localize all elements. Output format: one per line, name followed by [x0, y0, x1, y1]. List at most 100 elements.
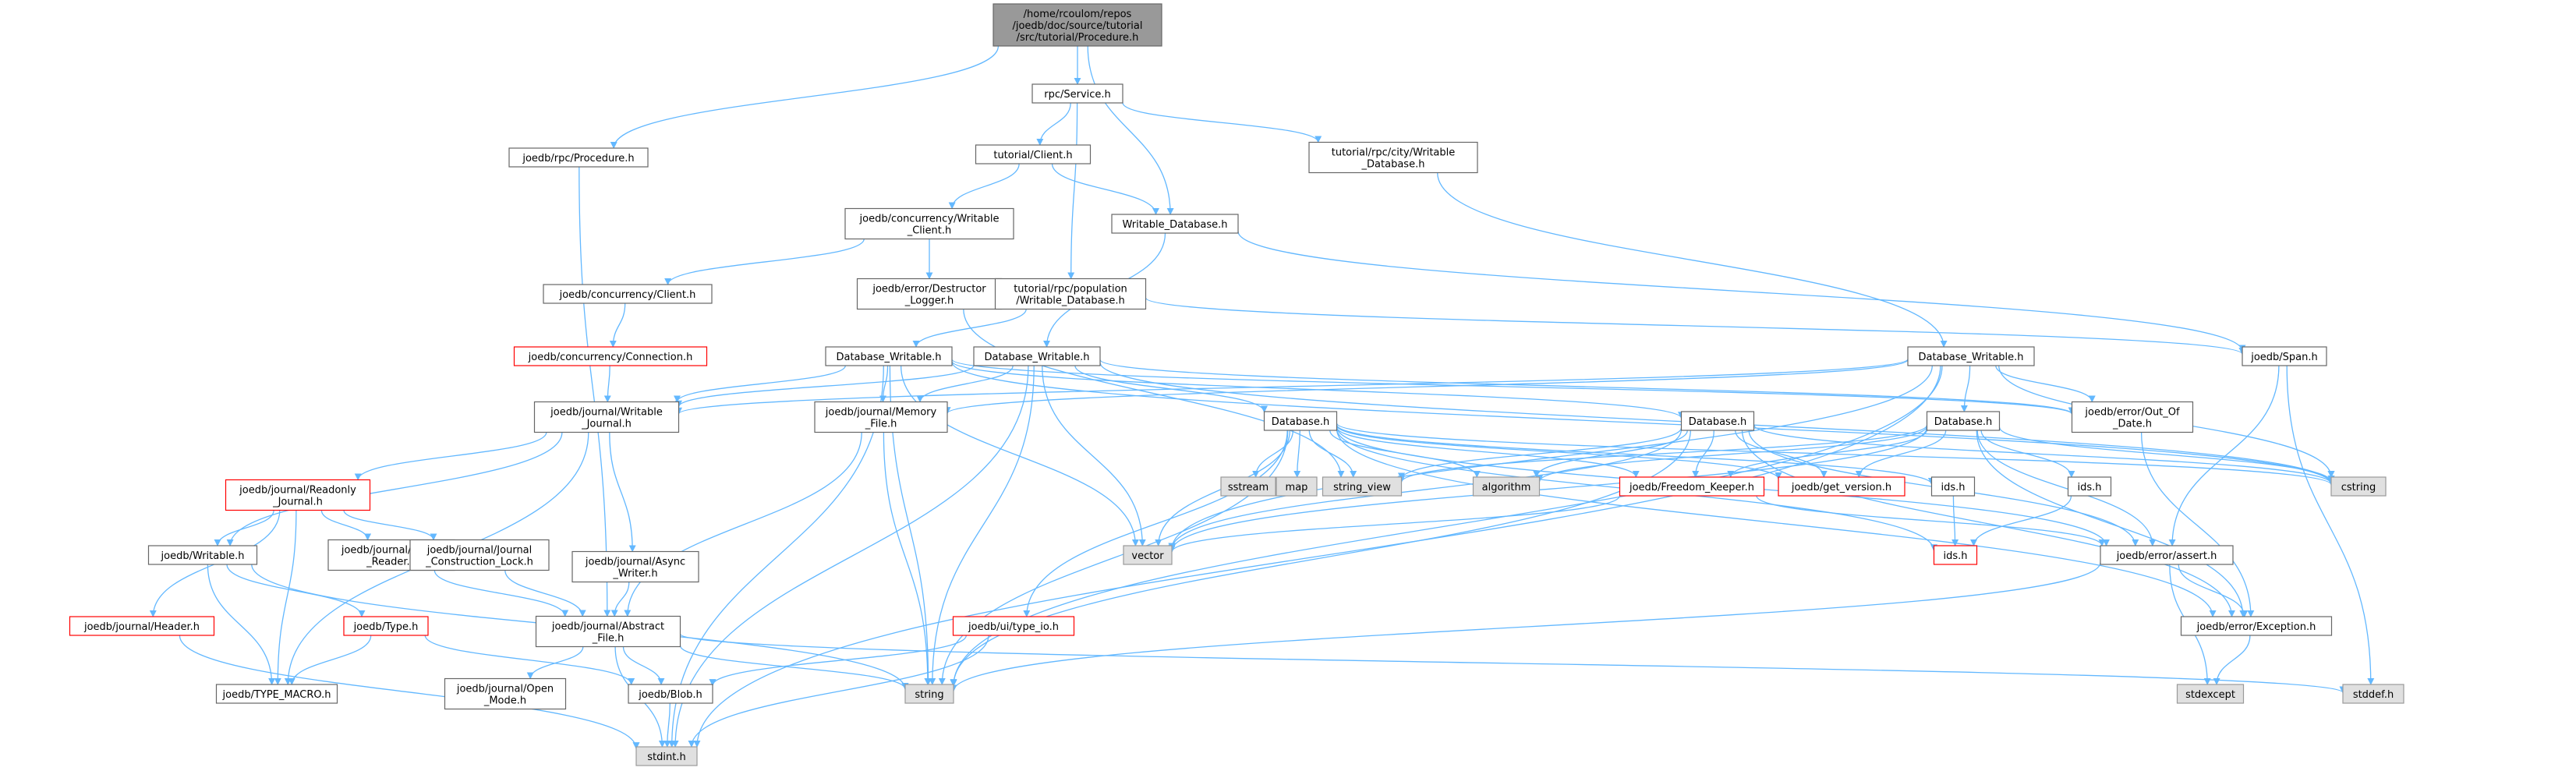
node-label-line: joedb/TYPE_MACRO.h	[222, 689, 331, 701]
node-algorithm[interactable]: algorithm	[1472, 476, 1541, 497]
edge-dbw3-to-stdint	[693, 365, 1941, 748]
edge	[610, 582, 630, 617]
node-assert-h[interactable]: joedb/error/assert.h	[2100, 545, 2234, 565]
node-blob-h[interactable]: joedb/Blob.h	[628, 684, 713, 704]
edge-rpc-service-to-pop-wdb	[1067, 102, 1078, 280]
edge	[1067, 102, 1078, 280]
node-dbw3[interactable]: Database_Writable.h	[1907, 346, 2035, 366]
node-label-line: _Client.h	[907, 225, 952, 237]
node-label-line: algorithm	[1482, 482, 1531, 493]
edge-readonly-journal-to-writable-h	[214, 510, 274, 546]
node-writable-journal[interactable]: joedb/journal/Writable_Journal.h	[533, 401, 680, 433]
node-label-line: Database_Writable.h	[1918, 352, 2023, 363]
edge	[1336, 423, 2335, 486]
edge-db3-to-ids-b	[1980, 430, 2075, 478]
edge-rpc-procedure-to-abstract-file	[579, 166, 611, 617]
node-ids-a[interactable]: ids.h	[1930, 476, 1976, 497]
node-exception-h[interactable]: joedb/error/Exception.h	[2180, 616, 2333, 636]
node-box	[1472, 476, 1541, 497]
node-label-line: joedb/error/Exception.h	[2196, 621, 2316, 633]
edge	[1960, 365, 1971, 412]
node-freedom-keeper[interactable]: joedb/Freedom_Keeper.h	[1619, 476, 1765, 497]
edge	[1976, 430, 2247, 617]
edge	[943, 359, 1909, 415]
node-map[interactable]: map	[1276, 476, 1318, 497]
node-box	[535, 615, 681, 648]
node-readonly-journal[interactable]: joedb/journal/Readonly_Journal.h	[225, 479, 371, 511]
node-box	[543, 284, 713, 304]
node-memory-file[interactable]: joedb/journal/Memory_File.h	[814, 401, 948, 433]
edge-abstract-file-to-open-mode	[526, 646, 584, 680]
node-label-line: joedb/Span.h	[2250, 352, 2318, 363]
node-box	[628, 684, 713, 704]
node-ids-b[interactable]: ids.h	[2067, 476, 2112, 497]
node-dbw2[interactable]: Database_Writable.h	[973, 346, 1101, 366]
node-db2[interactable]: Database.h	[1680, 411, 1755, 431]
node-rpc-procedure[interactable]: joedb/rpc/Procedure.h	[508, 147, 649, 168]
node-pop-wdb[interactable]: tutorial/rpc/population/Writable_Databas…	[994, 278, 1147, 310]
node-span[interactable]: joedb/Span.h	[2242, 346, 2327, 366]
node-city-wdb[interactable]: tutorial/rpc/city/Writable_Database.h	[1308, 141, 1478, 174]
node-abstract-file[interactable]: joedb/journal/Abstract_File.h	[535, 615, 681, 648]
node-header-h[interactable]: joedb/journal/Header.h	[69, 616, 215, 636]
node-rpc-service[interactable]: rpc/Service.h	[1031, 83, 1123, 104]
edge	[609, 302, 626, 348]
node-box	[1322, 476, 1403, 497]
edge	[1168, 426, 1928, 552]
node-stdint[interactable]: stdint.h	[635, 746, 698, 766]
edge	[433, 570, 569, 617]
node-label-line: Database.h	[1689, 416, 1746, 428]
node-label-line: joedb/Writable.h	[161, 550, 245, 562]
node-get-version[interactable]: joedb/get_version.h	[1778, 476, 1905, 497]
edge	[226, 564, 366, 617]
edge	[1168, 429, 1683, 550]
node-writable-db[interactable]: Writable_Database.h	[1111, 214, 1239, 234]
node-type-io[interactable]: joedb/ui/type_io.h	[952, 616, 1075, 636]
node-label-line: _Journal.h	[581, 419, 632, 430]
edge-dbw2-to-writable-journal	[675, 365, 975, 408]
node-label-line: /Writable_Database.h	[1016, 295, 1124, 307]
node-string[interactable]: string	[904, 684, 954, 704]
edge	[1252, 430, 1294, 478]
node-label-line: Database_Writable.h	[836, 352, 941, 363]
node-type-h[interactable]: joedb/Type.h	[343, 616, 429, 636]
node-sstream[interactable]: sstream	[1220, 476, 1276, 497]
edge	[1398, 424, 1928, 483]
node-connection[interactable]: joedb/concurrency/Connection.h	[513, 346, 708, 366]
node-label-line: joedb/journal/Journal	[426, 545, 533, 557]
node-destructor-logger[interactable]: joedb/error/Destructor_Logger.h	[856, 278, 1003, 310]
node-root[interactable]: /home/rcoulom/repos/joedb/doc/source/tut…	[993, 3, 1162, 47]
node-open-mode[interactable]: joedb/journal/Open_Mode.h	[444, 677, 567, 710]
edge-rpc-service-to-city-wdb	[1122, 102, 1322, 143]
node-conc-client[interactable]: joedb/concurrency/Client.h	[543, 284, 713, 304]
node-async-writer[interactable]: joedb/journal/Async_Writer.h	[571, 550, 699, 583]
node-tut-client[interactable]: tutorial/Client.h	[975, 144, 1092, 164]
node-stddef[interactable]: stddef.h	[2342, 684, 2404, 704]
edge-tut-client-to-writable-db	[1051, 163, 1160, 215]
edge-dbw2-to-vector	[1042, 365, 1146, 546]
edge-dbw1-to-cstring	[951, 362, 2335, 485]
node-cstring[interactable]: cstring	[2330, 476, 2387, 497]
node-vector[interactable]: vector	[1123, 545, 1173, 565]
edge-exception-h-to-stdexcept	[2213, 635, 2251, 685]
node-writable-h[interactable]: joedb/Writable.h	[147, 545, 258, 565]
edge-pop-wdb-to-dbw1	[912, 309, 1027, 348]
node-label-line: joedb/journal/Memory	[825, 407, 937, 419]
node-type-macro[interactable]: joedb/TYPE_MACRO.h	[215, 684, 338, 704]
node-ids-red[interactable]: ids.h	[1933, 545, 1978, 565]
node-label-line: map	[1286, 482, 1308, 493]
node-box	[1933, 545, 1978, 565]
node-dbw1[interactable]: Database_Writable.h	[825, 346, 953, 366]
node-string-view[interactable]: string_view	[1322, 476, 1403, 497]
edge	[2286, 365, 2375, 685]
node-db1[interactable]: Database.h	[1263, 411, 1338, 431]
node-db3[interactable]: Database.h	[1926, 411, 2001, 431]
edge	[288, 635, 372, 685]
node-stdexcept[interactable]: stdexcept	[2176, 684, 2245, 704]
node-construction-lock[interactable]: joedb/journal/Journal_Construction_Lock.…	[409, 539, 550, 571]
node-conc-wclient[interactable]: joedb/concurrency/Writable_Client.h	[844, 207, 1014, 240]
node-box	[994, 278, 1147, 310]
edge-type-h-to-type-macro	[288, 635, 372, 685]
node-label-line: Database_Writable.h	[984, 352, 1089, 363]
node-out-of-date[interactable]: joedb/error/Out_Of_Date.h	[2071, 401, 2194, 433]
